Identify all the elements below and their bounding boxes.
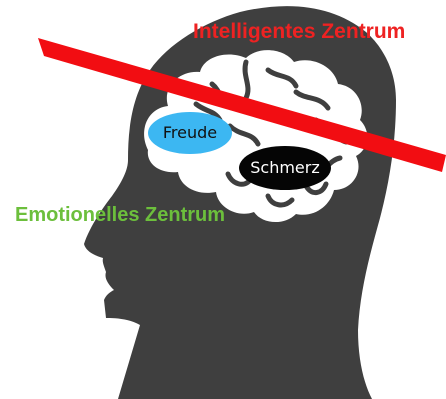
intelligent-center-label: Intelligentes Zentrum: [193, 20, 405, 44]
pain-bubble-label: Schmerz: [238, 158, 332, 177]
joy-bubble-label: Freude: [150, 123, 230, 142]
emotional-center-label: Emotionelles Zentrum: [15, 204, 225, 227]
